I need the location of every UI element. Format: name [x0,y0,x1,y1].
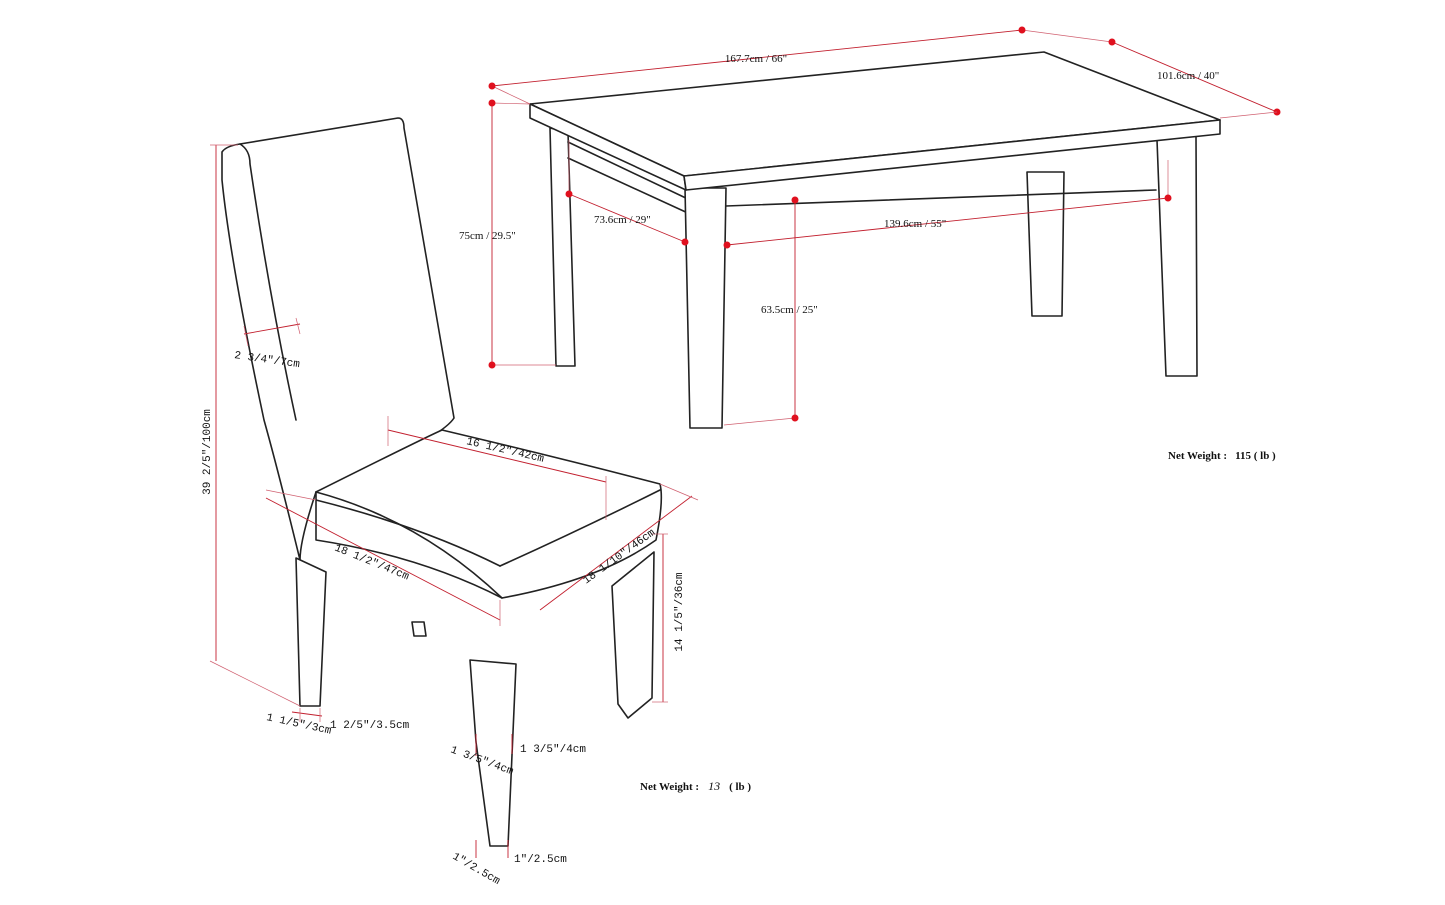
table-depth-label: 101.6cm / 40" [1157,70,1219,82]
chair-drawing [221,117,663,847]
chair-dimensions [209,144,699,858]
chair-net-weight-unit: ( lb ) [729,781,751,793]
table-top-edge-front [683,119,1221,191]
table-apron-length-label: 139.6cm / 55" [884,218,946,230]
chair-net-weight-value: 13 [708,779,720,793]
chair-back-side-edge [239,143,297,421]
chair-front-leg-bottom-width-b: 1"/2.5cm [514,854,567,866]
table-leg-front-right [1156,135,1198,377]
table-apron-front [725,189,1157,207]
chair-total-height-label: 39 2/5"/100cm [202,409,214,495]
table-length-label: 167.7cm / 66" [725,53,787,65]
table-leg-back-left [549,127,576,367]
chair-leg-front-left [469,659,517,847]
table-net-weight-value: 115 ( lb ) [1235,450,1276,462]
table-leg-front-left [684,187,727,429]
table-drawing [529,51,1221,429]
chair-back [221,117,455,561]
chair-net-weight-label: Net Weight : [640,781,699,793]
chair-seat-top-curve [315,499,501,567]
table-net-weight-label: Net Weight : [1168,450,1227,462]
chair-net-weight: Net Weight : 13 ( lb ) [640,777,751,794]
chair-seat-height-label: 14 1/5"/36cm [674,572,686,652]
chair-leg-rear-left [295,557,327,707]
chair-front-leg-top-width-b: 1 3/5"/4cm [520,744,586,756]
table-apron-side [567,141,691,215]
chair-rear-leg-width-a: 1 1/5"/3cm [265,712,332,738]
chair-leg-rear-right [411,621,427,637]
chair-seat-front-curve [499,489,661,567]
chair-leg-front-right [611,551,655,719]
chair-rear-leg-width-b: 1 2/5"/3.5cm [330,720,410,732]
table-apron-depth-label: 73.6cm / 29" [594,214,651,226]
table-dimensions [488,26,1281,426]
table-net-weight: Net Weight : 115 ( lb ) [1168,446,1276,463]
table-height-label: 75cm / 29.5" [459,230,516,242]
chair-seat [315,429,663,599]
chair-seat-edge [315,491,503,599]
table-under-apron-height-label: 63.5cm / 25" [761,304,818,316]
table-leg-back-right [1026,171,1065,317]
